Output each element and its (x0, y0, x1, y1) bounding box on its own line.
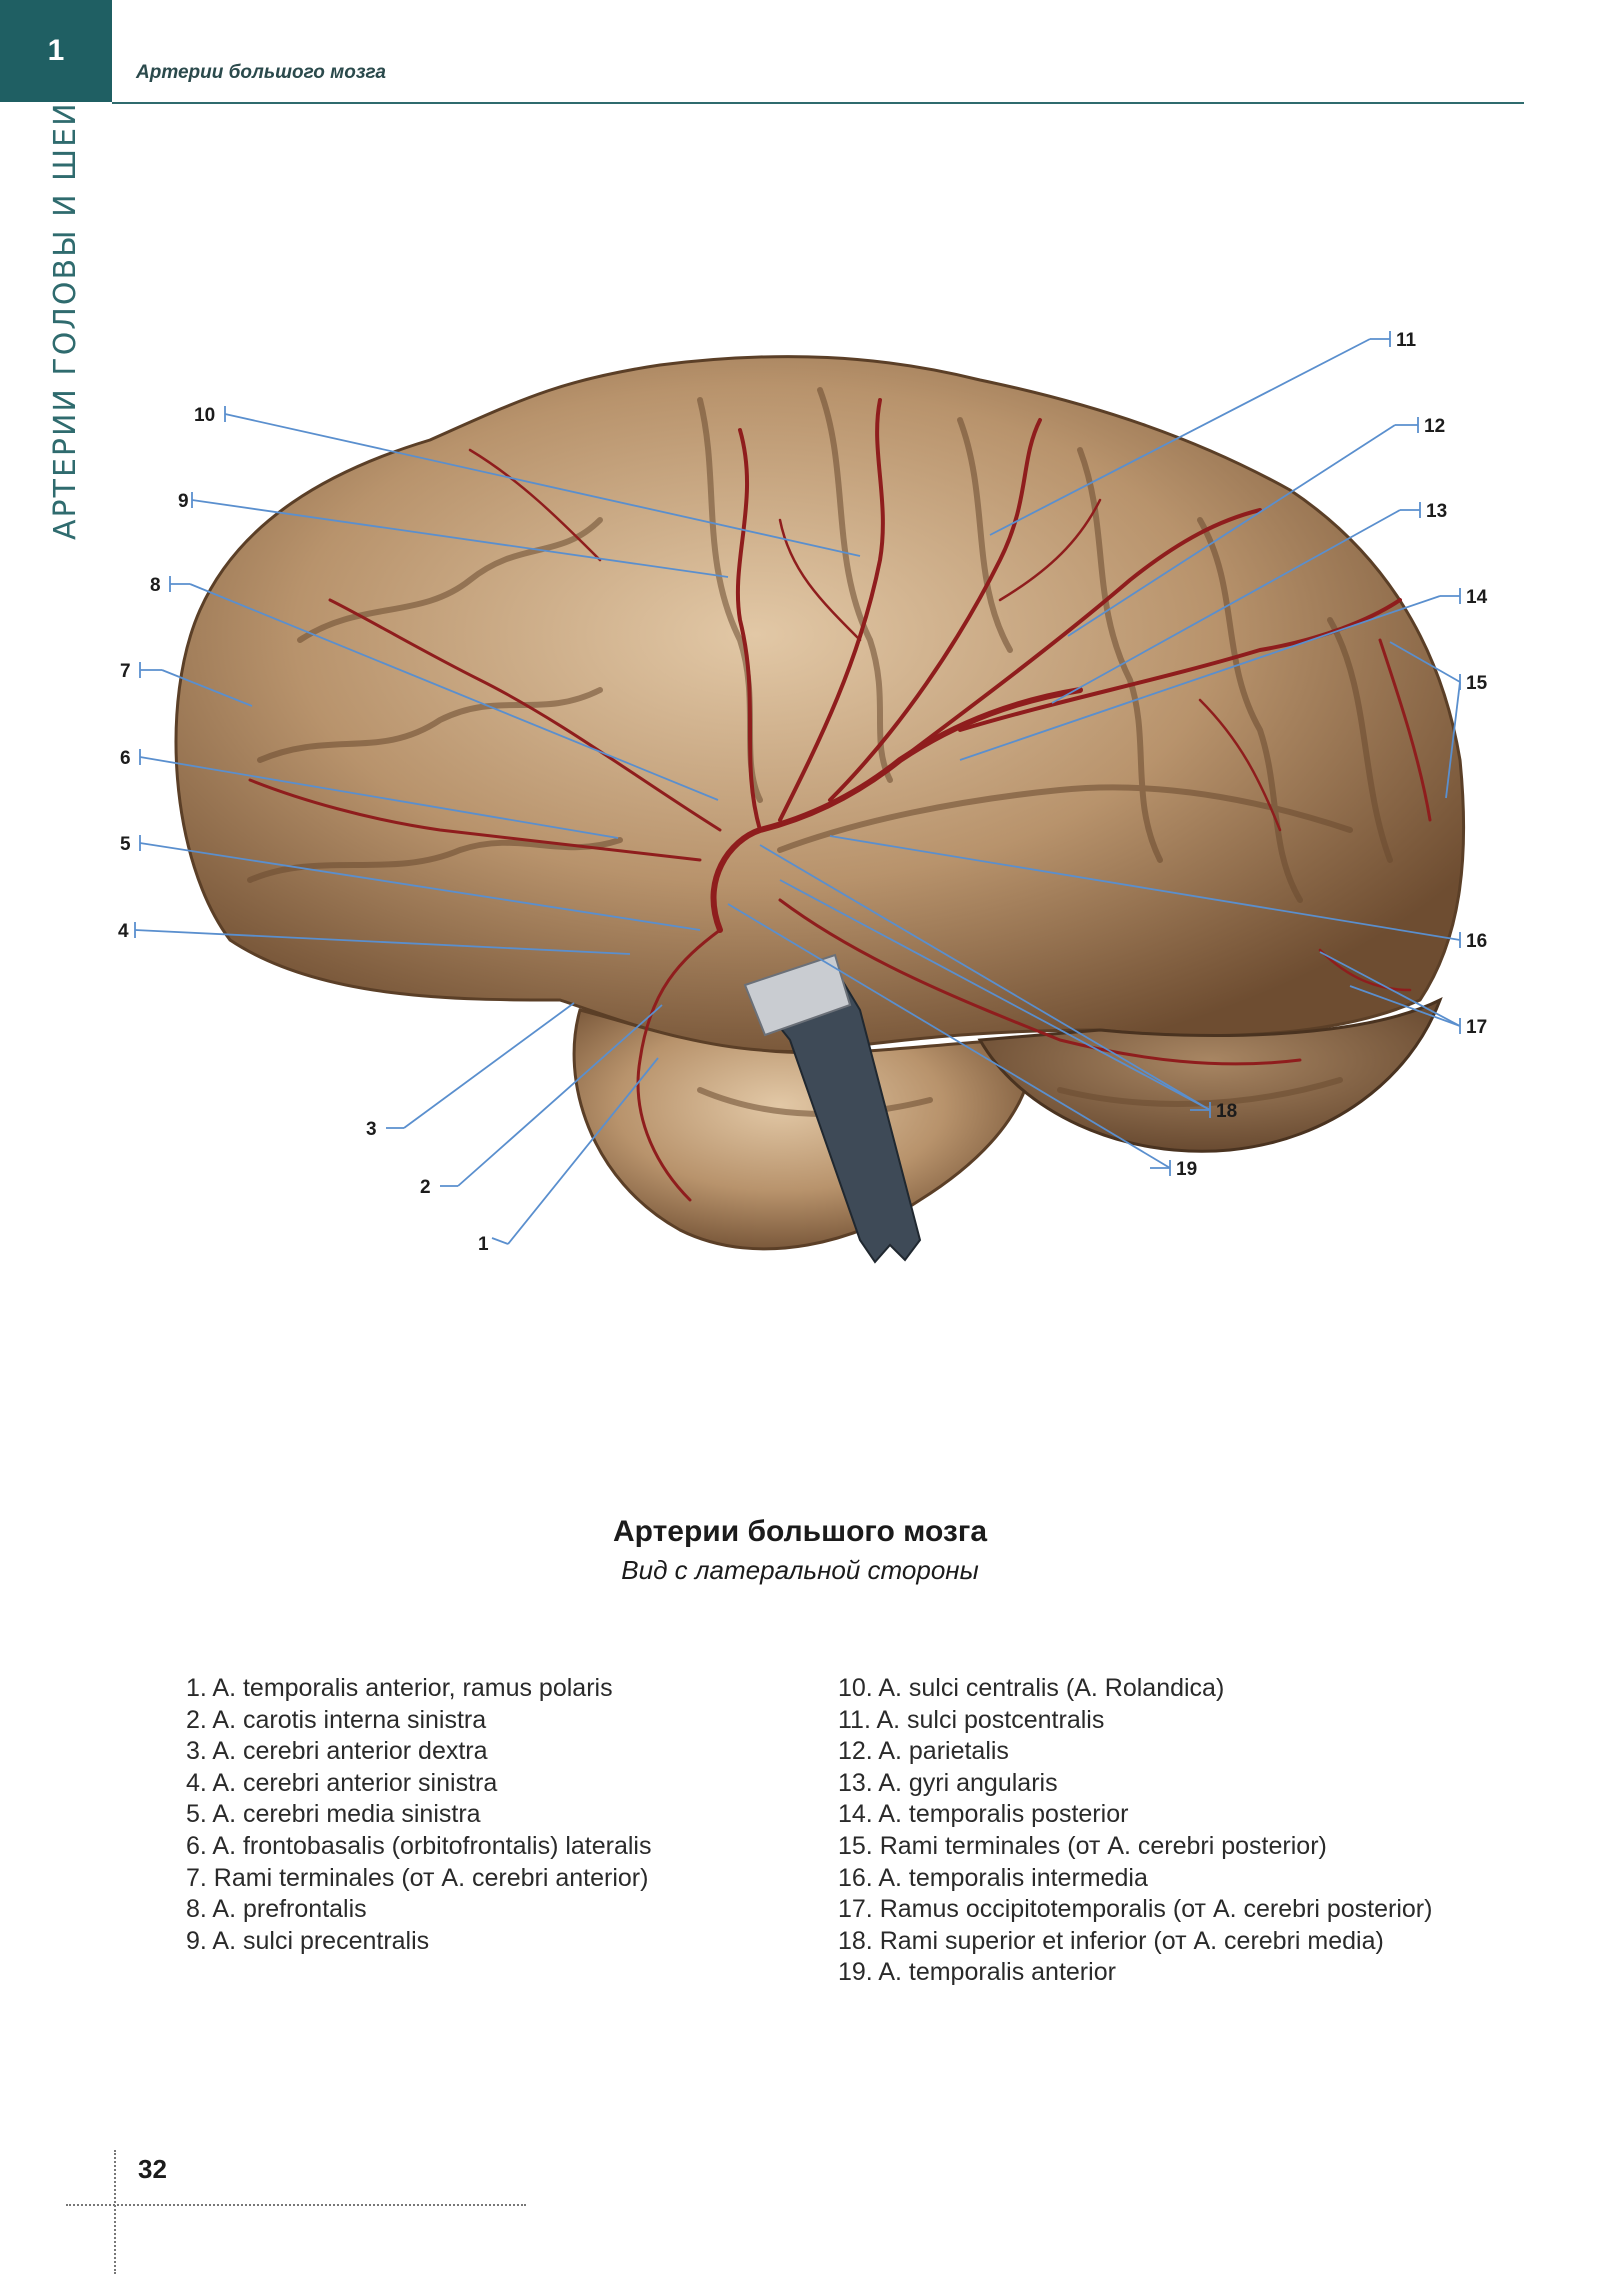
legend-item: 12. A. parietalis (838, 1737, 1009, 1766)
callout-18: 18 (1216, 1101, 1237, 1122)
legend-item: 2. A. carotis interna sinistra (186, 1705, 487, 1734)
legend-item: 8. A. prefrontalis (186, 1895, 367, 1924)
legend-item: 5. A. cerebri media sinistra (186, 1800, 481, 1829)
legend-item: 9. A. sulci precentralis (186, 1926, 430, 1955)
header-divider (112, 102, 1524, 104)
cerebellum-shape (977, 996, 1443, 1153)
figure-caption-title: Артерии большого мозга (612, 1515, 988, 1548)
callout-15: 15 (1466, 673, 1488, 694)
legend-item: 3. A. cerebri anterior dextra (186, 1737, 488, 1766)
callout-12: 12 (1424, 416, 1445, 437)
callout-1: 1 (478, 1234, 489, 1255)
callout-3: 3 (366, 1119, 377, 1140)
callout-17: 17 (1466, 1017, 1487, 1038)
legend-item: 17. Ramus occipitotemporalis (от A. cere… (838, 1895, 1433, 1924)
footer-dotted-rule (66, 2204, 526, 2206)
legend-item: 4. A. cerebri anterior sinistra (186, 1768, 498, 1797)
legend-item: 15. Rami terminales (от A. cerebri poste… (838, 1831, 1327, 1860)
callout-7: 7 (120, 661, 131, 682)
legend-item: 6. A. frontobasalis (orbitofrontalis) la… (186, 1831, 652, 1860)
legend-item: 19. A. temporalis anterior (838, 1958, 1116, 1987)
artery-network (248, 398, 1432, 1202)
callout-14: 14 (1466, 587, 1488, 608)
callout-5: 5 (120, 834, 131, 855)
legend-item: 13. A. gyri angularis (838, 1768, 1058, 1797)
legend-right-column: 10. A. sulci centralis (A. Rolandica) 11… (838, 1673, 1432, 1989)
leader-lines (134, 331, 1461, 1245)
running-header-title: Артерии большого мозга (136, 62, 386, 83)
callout-9: 9 (178, 491, 189, 512)
callout-10: 10 (194, 405, 215, 426)
legend-left-column: 1. A. temporalis anterior, ramus polaris… (186, 1673, 652, 1957)
callout-11: 11 (1396, 330, 1417, 351)
callout-numbers: 1 2 3 4 5 6 7 8 9 10 11 12 13 14 15 16 1… (118, 330, 1488, 1255)
legend-item: 11. A. sulci postcentralis (838, 1705, 1105, 1734)
legend-item: 10. A. sulci centralis (A. Rolandica) (838, 1674, 1225, 1702)
callout-4: 4 (118, 921, 129, 942)
page-number: 32 (138, 2154, 167, 2184)
nerve-cuff (743, 953, 852, 1037)
legend-item: 14. A. temporalis posterior (838, 1800, 1129, 1829)
chapter-number-box: 1 (0, 0, 112, 102)
legend-item: 16. A. temporalis intermedia (838, 1863, 1148, 1892)
brain-illustration: 1 2 3 4 5 6 7 8 9 10 11 12 13 14 15 16 1… (118, 330, 1488, 1264)
legend-item: 18. Rami superior et inferior (от A. cer… (838, 1926, 1384, 1955)
callout-8: 8 (150, 575, 161, 596)
callout-6: 6 (120, 748, 131, 769)
figure-caption-subtitle: Вид с латеральной стороны (621, 1555, 979, 1585)
callout-19: 19 (1176, 1159, 1197, 1180)
callout-2: 2 (420, 1177, 431, 1198)
cerebrum-shape (174, 355, 1466, 1054)
footer-dotted-vertical (114, 2150, 116, 2274)
legend-item: 1. A. temporalis anterior, ramus polaris (186, 1674, 613, 1702)
chapter-number: 1 (47, 34, 65, 67)
legend-item: 7. Rami terminales (от A. cerebri anteri… (186, 1863, 649, 1892)
temporal-lobe-shape (572, 1008, 1033, 1251)
callout-16: 16 (1466, 931, 1487, 952)
callout-13: 13 (1426, 501, 1447, 522)
